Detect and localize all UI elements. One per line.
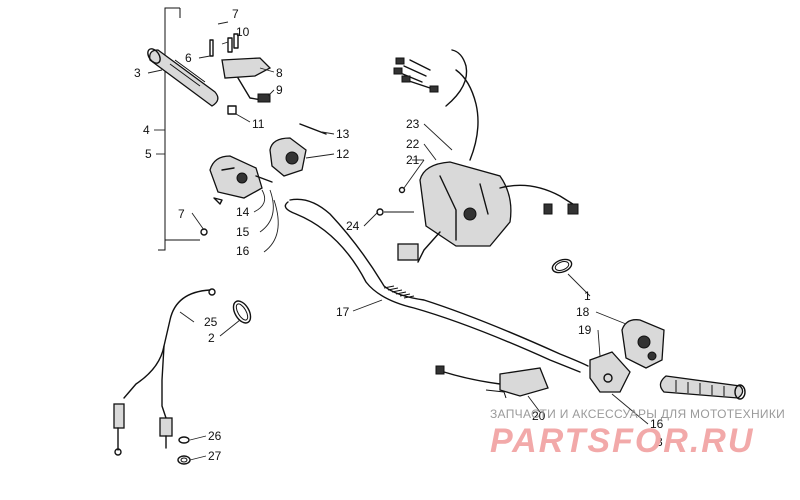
callout-4: 4: [143, 123, 150, 137]
callout-24: 24: [346, 219, 360, 233]
callout-5: 5: [145, 147, 152, 161]
callout-13: 13: [336, 127, 350, 141]
callout-6: 6: [185, 51, 192, 65]
left-switch-housing: [200, 155, 273, 236]
left-lever-assembly: [209, 33, 272, 115]
callout-16: 16: [236, 244, 250, 258]
wire-connector-20: [435, 365, 549, 399]
callout-3: 3: [656, 435, 663, 449]
callout-25: 25: [204, 315, 218, 329]
right-switch-housing: [589, 319, 665, 393]
callout-16: 16: [650, 417, 664, 431]
left-grip: [147, 48, 219, 107]
callout-labels: 1 2 3 3 4 5 6 7 7 8 9 10 11 12 13 14 15 …: [134, 7, 664, 463]
callout-19: 19: [578, 323, 592, 337]
callout-23: 23: [406, 117, 420, 131]
callout-21: 21: [406, 153, 420, 167]
callout-10: 10: [236, 25, 250, 39]
watermark: ЗАПЧАСТИ И АКСЕССУАРЫ ДЛЯ МОТОТЕХНИКИ PA…: [490, 407, 785, 460]
callout-18: 18: [576, 305, 590, 319]
callout-12: 12: [336, 147, 350, 161]
callout-20: 20: [532, 409, 546, 423]
callout-9: 9: [276, 83, 283, 97]
watermark-tagline: ЗАПЧАСТИ И АКСЕССУАРЫ ДЛЯ МОТОТЕХНИКИ: [490, 407, 785, 421]
handlebar: [284, 198, 589, 373]
callout-2: 2: [208, 331, 215, 345]
callout-1: 1: [584, 289, 591, 303]
control-module: [376, 49, 579, 263]
group-bracket: [158, 7, 200, 251]
leader-lines: [147, 21, 649, 461]
watermark-logo: PARTSFOR.RU: [490, 422, 754, 460]
callout-27: 27: [208, 449, 222, 463]
callout-3: 3: [134, 66, 141, 80]
ring-clamp-1: [551, 258, 573, 274]
right-grip: [659, 375, 746, 400]
callout-8: 8: [276, 66, 283, 80]
callout-17: 17: [336, 305, 350, 319]
callout-22: 22: [406, 137, 420, 151]
callout-26: 26: [208, 429, 222, 443]
callout-7: 7: [178, 207, 185, 221]
callout-15: 15: [236, 225, 250, 239]
throttle-cable: [113, 288, 216, 465]
callout-7: 7: [232, 7, 239, 21]
callout-11: 11: [252, 117, 265, 131]
switch-12: [269, 123, 327, 177]
callout-14: 14: [236, 205, 250, 219]
ring-clamp-2: [232, 300, 252, 324]
